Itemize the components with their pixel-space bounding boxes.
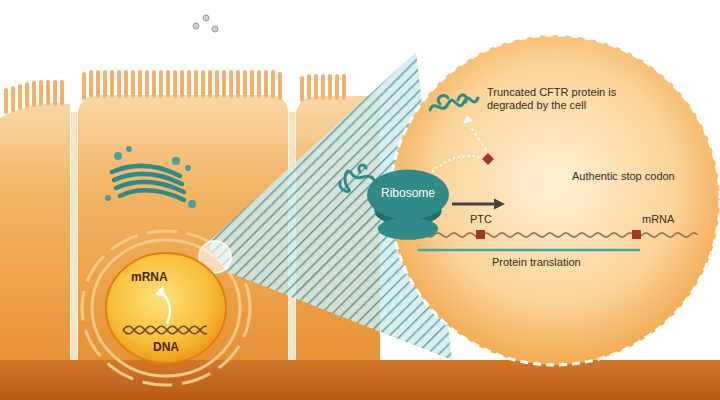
endoplasmic-reticulum — [82, 231, 250, 385]
truncated-protein — [430, 95, 478, 110]
transcription-arrow — [161, 292, 170, 324]
dna-helix — [123, 326, 207, 334]
microvilli — [84, 72, 280, 98]
endoplasmic-reticulum — [92, 240, 240, 376]
note-label: Truncated CFTR protein is degraded by th… — [487, 86, 623, 112]
vesicles — [105, 146, 196, 208]
label-slot: PTC — [470, 213, 492, 226]
arrow-head — [494, 199, 505, 210]
basement-membrane — [0, 360, 720, 400]
truncation-point — [482, 153, 494, 165]
microvilli — [302, 76, 344, 100]
mrna-label: mRNA — [642, 213, 674, 226]
direction-arrow — [452, 203, 495, 206]
translation-line — [418, 249, 640, 252]
dna-label: DNA — [153, 340, 179, 354]
label-slot: mRNA — [642, 213, 674, 226]
translation-label: Protein translation — [492, 256, 581, 269]
nucleus-membrane — [106, 253, 226, 363]
left-cell — [0, 103, 70, 400]
ribosome-label: Ribosome — [381, 186, 435, 200]
secreted-particle — [212, 26, 218, 32]
ribosome-shape: Ribosome — [366, 168, 450, 242]
arrow-head — [155, 286, 165, 297]
text-slot: Ribosome — [381, 186, 435, 200]
label-slot: Truncated CFTR protein is degraded by th… — [487, 86, 623, 112]
large-subunit — [367, 169, 449, 219]
secreted-particle — [203, 15, 209, 21]
text-slot: DNA — [153, 340, 179, 354]
premature-stop-codon — [476, 230, 485, 239]
release-path — [432, 156, 482, 172]
label-slot: Protein translation — [492, 256, 581, 269]
small-subunit — [378, 218, 438, 240]
text-slot: mRNA — [131, 270, 168, 284]
degradation-arrow — [470, 125, 486, 151]
label-slot: Authentic stop codon — [572, 170, 675, 183]
dna-helix — [123, 326, 207, 334]
mrna-label: mRNA — [131, 270, 168, 284]
stop-codon-label: Authentic stop codon — [572, 170, 675, 183]
arrow-head — [463, 115, 473, 124]
stop-codon — [632, 230, 641, 239]
ribosome-shape-outline — [366, 168, 450, 242]
golgi — [112, 166, 184, 200]
secreted-particle — [193, 23, 199, 29]
zoom-cone — [206, 52, 452, 360]
microvilli — [6, 82, 62, 112]
cell-junction — [71, 112, 77, 362]
ptc-label: PTC — [470, 213, 492, 226]
cell-nucleus: mRNA DNA — [105, 252, 227, 364]
